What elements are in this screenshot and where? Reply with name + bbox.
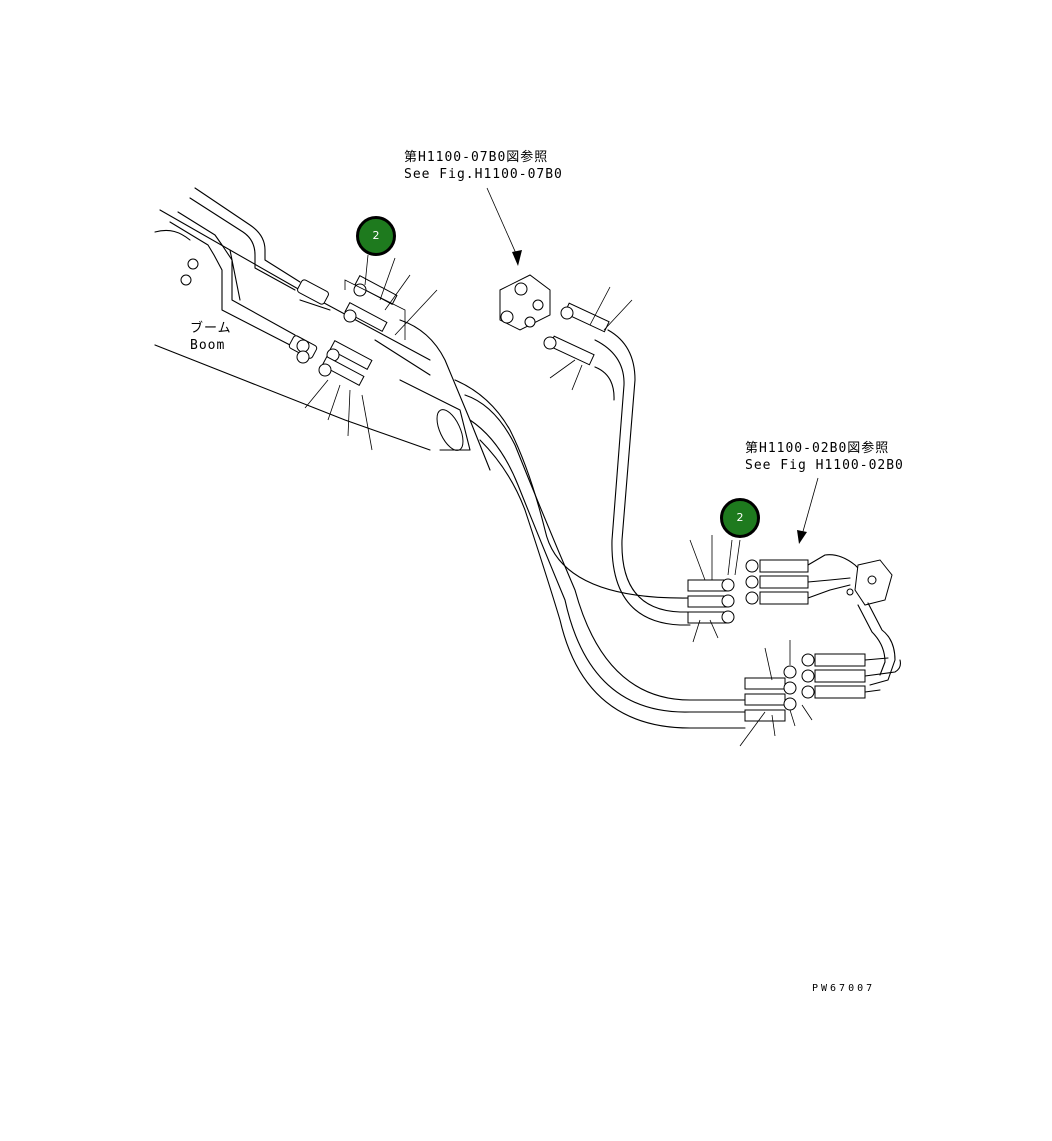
reference-label-1-en: See Fig.H1100-07B0 [404,167,563,182]
reference-label-1-jp: 第H1100-07B0図参照 [404,150,549,165]
boom-label-jp: ブーム [190,321,232,336]
reference-arrows [486,187,819,544]
boom-leader-lines [304,254,438,451]
callout-2-upper: 2 [356,216,396,256]
clamp-block [499,274,633,391]
drawing-id: PW67007 [812,983,876,994]
distribution-block [846,559,896,686]
reference-label-2-jp: 第H1100-02B0図参照 [745,441,890,456]
boom-fittings [288,275,406,386]
boom-label-en: Boom [190,338,226,353]
sweeping-hoses [454,329,746,729]
boom-pipes [169,187,491,471]
callout-2-lower: 2 [720,498,760,538]
reference-label-2-en: See Fig H1100-02B0 [745,458,904,473]
fittings-group-lower [739,640,901,747]
fittings-group-upper [687,535,861,643]
